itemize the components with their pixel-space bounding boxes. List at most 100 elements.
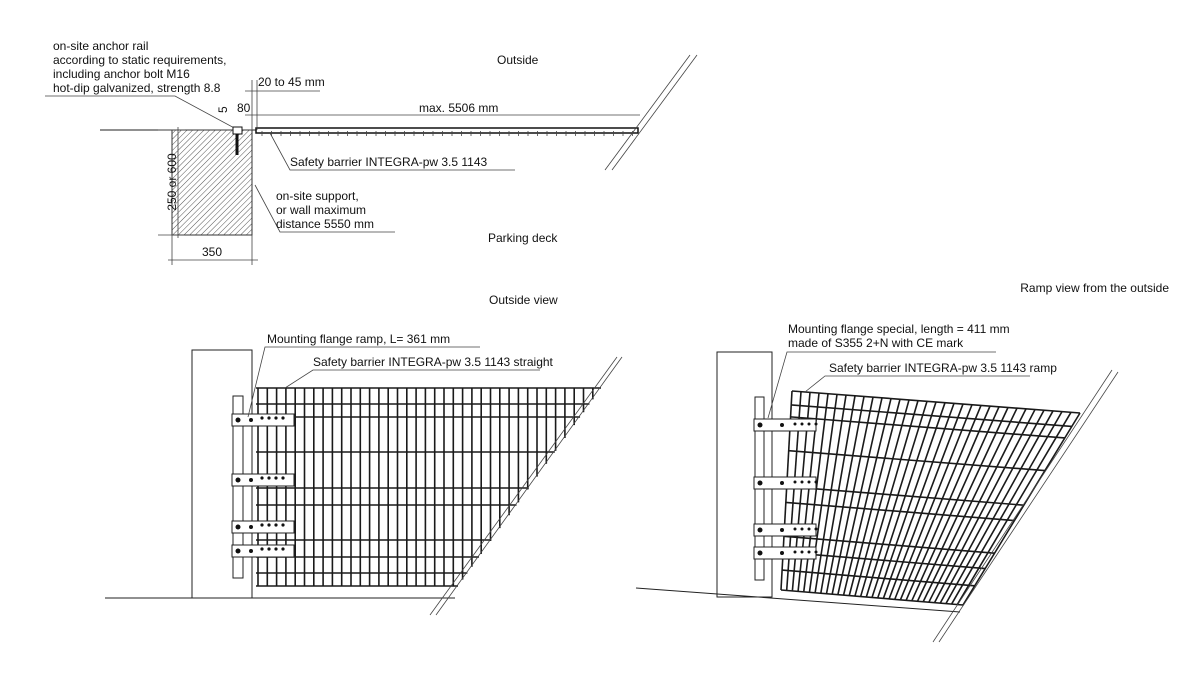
ground-line [635, 587, 961, 613]
clamp-icon [281, 416, 285, 420]
bolt-icon [249, 418, 253, 422]
clamp-icon [274, 523, 278, 527]
clamp-icon [793, 422, 797, 426]
break-line [932, 369, 1113, 643]
anchor-note-line: on-site anchor rail [53, 39, 148, 53]
flange-label: Mounting flange ramp, L= 361 mm [267, 332, 450, 346]
mounting-flange [753, 523, 817, 537]
clamp-icon [793, 550, 797, 554]
bolt-icon [757, 550, 763, 556]
barrier-straight-label: Safety barrier INTEGRA-pw 3.5 1143 strai… [313, 355, 554, 369]
bolt-icon [780, 481, 784, 485]
mounting-post [232, 395, 244, 579]
clamp-icon [807, 527, 811, 531]
bolt-icon [780, 551, 784, 555]
anchor-note-line: including anchor bolt M16 [53, 67, 190, 81]
clamp-icon [814, 422, 818, 426]
barrier-leader-line [804, 375, 1030, 393]
mesh-vertical-wire [848, 399, 901, 596]
mesh-vertical-wire [916, 407, 1009, 602]
clamp-icon [814, 480, 818, 484]
mounting-flange [753, 418, 817, 432]
mesh-vertical-wire [911, 406, 1000, 602]
mounting-flange [753, 476, 817, 490]
mounting-flange [753, 546, 817, 560]
clamp-icon [281, 476, 285, 480]
dim-gap: 20 to 45 mm [258, 75, 325, 89]
dim-height: 250 or 600 [165, 153, 179, 211]
heading-parking-deck: Parking deck [488, 231, 558, 245]
support-note-line: on-site support, [276, 189, 359, 203]
clamp-icon [807, 550, 811, 554]
clamp-icon [260, 476, 264, 480]
clamp-icon [267, 476, 271, 480]
dim-80: 80 [237, 101, 251, 115]
dim-max-length: max. 5506 mm [419, 101, 498, 115]
mesh-vertical-wire [899, 405, 982, 601]
concrete-support [171, 129, 253, 236]
clamp-icon [267, 523, 271, 527]
flange-label-line: Mounting flange special, length = 411 mm [788, 322, 1010, 336]
ramp-view-title: Ramp view from the outside [1020, 281, 1169, 295]
mesh-vertical-wire [962, 412, 1081, 606]
mounting-flange [231, 544, 295, 558]
anchor-bolt-icon [232, 126, 243, 155]
bolt-icon [249, 525, 253, 529]
clamp-icon [281, 523, 285, 527]
clamp-icon [260, 523, 264, 527]
anchor-note-line: according to static requirements, [53, 53, 226, 67]
clamp-icon [274, 547, 278, 551]
clamp-icon [800, 422, 804, 426]
bolt-icon [235, 417, 241, 423]
mesh-vertical-wire [876, 402, 946, 599]
mesh-vertical-wire [894, 404, 973, 600]
bolt-icon [757, 527, 763, 533]
mounting-flange [231, 520, 295, 534]
barrier-leader-line [269, 132, 515, 171]
bolt-icon [780, 528, 784, 532]
heading-outside: Outside [497, 53, 539, 67]
mounting-flange [231, 473, 295, 487]
outside-view-title: Outside view [489, 293, 558, 307]
mesh-vertical-wire [882, 403, 955, 599]
bolt-icon [780, 423, 784, 427]
ramp-view: Ramp view from the outside Mounting flan… [635, 281, 1169, 643]
bolt-icon [235, 477, 241, 483]
clamp-icon [274, 416, 278, 420]
barrier-plan [255, 127, 639, 136]
mesh-vertical-wire [820, 395, 856, 594]
bolt-icon [249, 478, 253, 482]
mesh-vertical-wire [859, 400, 919, 597]
clamp-icon [267, 547, 271, 551]
mesh-vertical-wire [825, 396, 865, 594]
clamp-icon [800, 480, 804, 484]
plan-view: Outside Parking deck on-site anchor rail… [45, 39, 698, 265]
flange-leader-line [767, 351, 996, 419]
mounting-flange [231, 413, 295, 427]
bolt-icon [235, 524, 241, 530]
mesh-vertical-wire [905, 405, 991, 601]
clamp-icon [800, 550, 804, 554]
mesh-vertical-wire [814, 395, 847, 593]
mesh-vertical-wire [871, 401, 937, 598]
clamp-icon [267, 416, 271, 420]
barrier-plan-label: Safety barrier INTEGRA-pw 3.5 1143 [290, 155, 488, 169]
bolt-icon [757, 422, 763, 428]
clamp-icon [793, 527, 797, 531]
clamp-icon [800, 527, 804, 531]
mesh-vertical-wire [842, 398, 892, 596]
clamp-icon [260, 547, 264, 551]
clamp-icon [274, 476, 278, 480]
dim-5: 5 [216, 106, 230, 113]
barrier-mesh-ramp [780, 390, 1081, 606]
clamp-icon [281, 547, 285, 551]
anchor-note-line: hot-dip galvanized, strength 8.8 [53, 81, 221, 95]
clamp-icon [807, 480, 811, 484]
mesh-vertical-wire [956, 411, 1072, 605]
mesh-vertical-wire [928, 408, 1027, 603]
dim-width: 350 [202, 245, 222, 259]
support-note-line: distance 5550 mm [276, 217, 374, 231]
barrier-mesh-straight [256, 387, 601, 587]
bolt-icon [757, 480, 763, 486]
